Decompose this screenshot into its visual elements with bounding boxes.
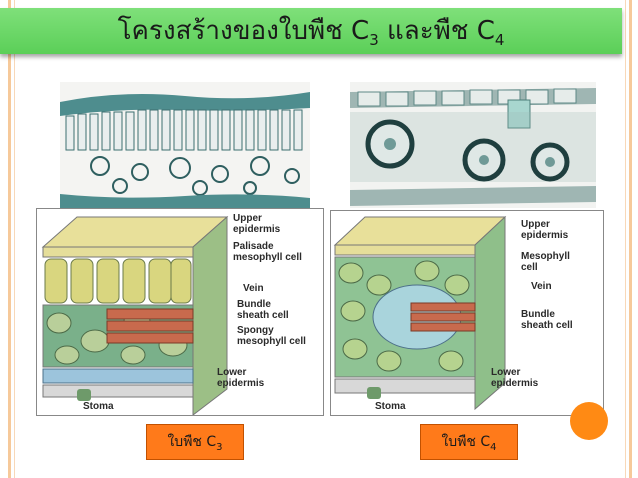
c3-block-illustration — [41, 215, 229, 415]
slide-title: โครงสร้างของใบพืช C3 และพืช C4 — [117, 16, 505, 50]
c3-label-vein: Vein — [243, 283, 264, 294]
c3-label-upper-epidermis: Upper epidermis — [233, 213, 281, 235]
c4-label-vein: Vein — [531, 281, 552, 292]
c4-label-stoma: Stoma — [375, 401, 406, 412]
c3-label-spongy: Spongy mesophyll cell — [237, 325, 306, 347]
c4-label-mesophyll: Mesophyll cell — [521, 251, 570, 273]
c4-label-lower-epidermis: Lower epidermis — [491, 367, 539, 389]
slide-frame-left-inner — [14, 0, 15, 478]
c3-label-lower-epidermis: Lower epidermis — [217, 367, 265, 389]
c4-micrograph — [350, 82, 596, 208]
title-bar: โครงสร้างของใบพืช C3 และพืช C4 — [0, 8, 622, 54]
c3-label-bundle-sheath: Bundle sheath cell — [237, 299, 289, 321]
c4-label-bundle-sheath: Bundle sheath cell — [521, 309, 573, 331]
c3-label-palisade: Palisade mesophyll cell — [233, 241, 302, 263]
c4-diagram-panel: Upper epidermis Mesophyll cell Vein Bund… — [330, 210, 604, 416]
c3-diagram-panel: Upper epidermis Palisade mesophyll cell … — [36, 208, 324, 416]
slide-frame-left — [8, 0, 11, 478]
accent-circle — [570, 402, 608, 440]
c4-caption: ใบพืช C4 — [420, 424, 518, 460]
c4-label-upper-epidermis: Upper epidermis — [521, 219, 569, 241]
slide-frame-right — [629, 0, 632, 478]
c4-block-illustration — [333, 215, 507, 411]
slide-frame-right-inner — [625, 0, 626, 478]
c3-label-stoma: Stoma — [83, 401, 114, 412]
c3-caption: ใบพืช C3 — [146, 424, 244, 460]
c3-micrograph — [60, 82, 310, 208]
